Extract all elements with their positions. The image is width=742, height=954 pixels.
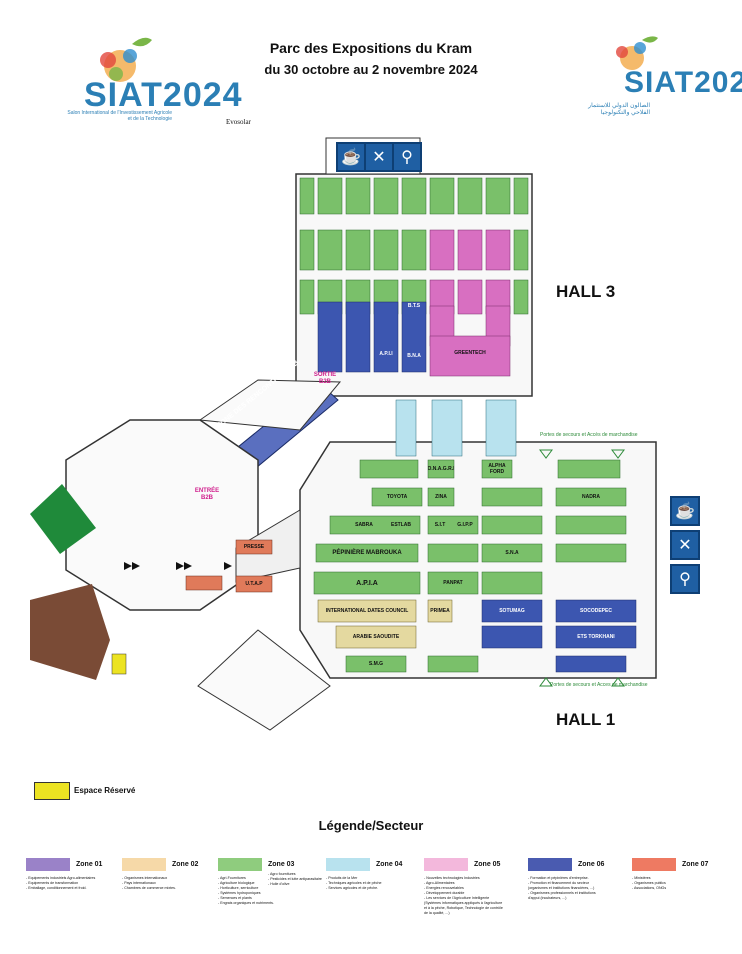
booth-utap[interactable]: U.T.A.P [245,581,263,587]
booth-apia[interactable]: A.P.I.A [356,579,378,587]
booth-onagri[interactable]: O.N.A.G.R.I [428,466,454,472]
restroom-icon: ⚲ [670,564,700,594]
hall3-booth-grid [299,177,529,377]
booth-toyota[interactable]: TOYOTA [386,494,408,500]
fruit-emblem-icon [100,37,152,82]
booth-greentech[interactable]: GREENTECH [454,350,486,356]
legend-zone-06: Zone 06 - Formation et pépinières d'entr… [528,856,623,901]
booth-arabie[interactable]: ARABIE SAOUDITE [352,634,400,640]
booth-sit[interactable]: S.I.T [434,522,446,528]
legend-zone-05: Zone 05 - Nouvelles technologies Industr… [424,856,519,916]
booth-bts[interactable]: B.T.S [407,303,421,309]
booth-sna[interactable]: S.N.A [505,550,519,556]
legend-zone-03b: - Agro fournitures- Pesticides et lutte … [268,872,322,886]
hall1-label: HALL 1 [556,710,616,729]
exhibitor-evosolar: Evosolar [226,118,251,126]
restaurant-icon: ✕ [364,142,394,172]
booth-ets[interactable]: ETS TORKHANI [577,634,615,640]
booth-socodepec[interactable]: SOCODEPEC [580,608,612,614]
green-zone [30,484,96,554]
booth-nadra[interactable]: NADRA [581,494,601,500]
logo-wordmark: SIAT2024 [84,76,243,114]
logo-subtitle-arabic: الصالون الدولي للاستثمار الفلاحي والتكنو… [588,103,650,116]
restaurant-icon: ✕ [670,530,700,560]
legend-zone-01: Zone 01 - Equipements industriels Agro-a… [26,856,121,891]
siat-logo-right: SIAT2024 الصالون الدولي للاستثمار الفلاح… [580,36,742,126]
fruit-emblem-icon [616,36,658,70]
exit-note-bottom: Portes de secours et Acces de marchandis… [550,682,648,688]
booth-sabra[interactable]: SABRA [355,522,373,528]
booth-alpha[interactable]: ALPHA FORD [488,463,506,475]
booth-primea[interactable]: PRIMEA [430,608,450,614]
logo-wordmark: SIAT2024 [624,66,742,99]
reserved-label: Espace Réservé [74,786,136,795]
booth-smg[interactable]: S.M.G [368,661,384,667]
legend-zone-07: Zone 07 - Ministères- Organismes publics… [632,856,732,891]
booth-estlab[interactable]: ESTLAB [391,522,411,528]
logo-subtitle: Salon International de l'Investissement … [67,110,172,122]
brown-zone [30,584,110,680]
sortie-b2b: SORTIE B2B [313,372,337,385]
page-title: Parc des Expositions du Kram [269,40,473,56]
exit-note-top: Portes de secours et Accès de marchandis… [540,432,638,438]
reserved-space [111,653,127,675]
booth-panpat[interactable]: PANPAT [443,580,463,586]
legend-zone-03: Zone 03 - Agri-Fournitures- Agriculture … [218,856,313,906]
booth-zina[interactable]: ZINA [435,494,447,500]
reserved-swatch [34,782,70,800]
restroom-icon: ⚲ [392,142,422,172]
octagon-hall [65,419,259,611]
siat-logo-left: SIAT2024 Salon International de l'Invest… [60,32,242,132]
booth-gipp[interactable]: G.I.P.P [457,522,473,528]
booth-apii[interactable]: A.P.I.I [379,351,393,357]
booth-pepiniere[interactable]: PÉPINIÈRE MABROUKA [332,550,402,556]
booth-intl-dates[interactable]: INTERNATIONAL DATES COUNCIL [325,608,409,614]
event-dates: du 30 octobre au 2 novembre 2024 [264,62,478,77]
hall3-label: HALL 3 [556,282,616,301]
booth-bna[interactable]: B.N.A [407,353,421,359]
legend-zone-02: Zone 02 - Organismes internationaux- Pay… [122,856,217,891]
entree-b2b: ENTRÉE B2B [194,488,220,501]
legend-zone-04: Zone 04 - Produits de la Mer- Techniques… [326,856,421,891]
legend-title: Légende/Secteur [318,818,424,833]
booth-sotumag[interactable]: SOTUMAG [499,608,525,614]
coffee-icon: ☕ [670,496,700,526]
coffee-icon: ☕ [336,142,366,172]
floor-plan [30,137,657,731]
hall1-booth-grid [313,459,627,673]
booth-presse[interactable]: PRESSE [243,544,265,550]
